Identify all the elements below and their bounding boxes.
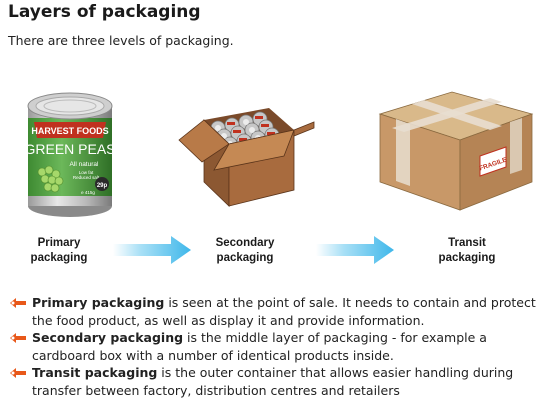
stage-label-secondary: Secondary packaging [215,237,275,264]
can-small-1: Low fat [79,170,94,175]
can-tagline: All natural [70,161,99,168]
stage-label-primary: Primary packaging [30,237,88,264]
bullet-icon [10,368,26,378]
bullet-list: Primary packaging is seen at the point o… [8,294,548,399]
bullet-text: is the outer container that allows easie… [32,365,514,398]
can-small-2: Reduced salt [73,175,100,180]
page-subtitle: There are three levels of packaging. [8,33,234,48]
bullet-text: is seen at the point of sale. It needs t… [32,295,536,328]
arrow-right-icon [113,236,191,264]
bullet-text: is the middle layer of packaging - for e… [32,330,487,363]
bullet-icon [10,333,26,343]
can-brand: HARVEST FOODS [31,126,108,136]
transit-box-image: FRAGILE [378,91,534,211]
can-net-weight: e 415g [81,190,95,195]
can-weight-badge: 29p [97,183,108,189]
stage-label-transit: Transit packaging [438,237,496,264]
bullet-primary: Primary packaging is seen at the point o… [8,294,548,329]
bullet-term: Transit packaging [32,365,158,380]
arrow-right-icon [316,236,394,264]
can-product: GREEN PEAS [24,141,115,157]
bullet-icon [10,298,26,308]
bullet-term: Secondary packaging [32,330,184,345]
box-of-cans-image [178,108,315,207]
page-title: Layers of packaging [8,2,201,22]
green-peas-can-image: HARVEST FOODS GREEN PEAS All natural Low… [24,92,116,217]
bullet-secondary: Secondary packaging is the middle layer … [8,329,548,364]
bullet-term: Primary packaging [32,295,165,310]
bullet-transit: Transit packaging is the outer container… [8,364,548,399]
